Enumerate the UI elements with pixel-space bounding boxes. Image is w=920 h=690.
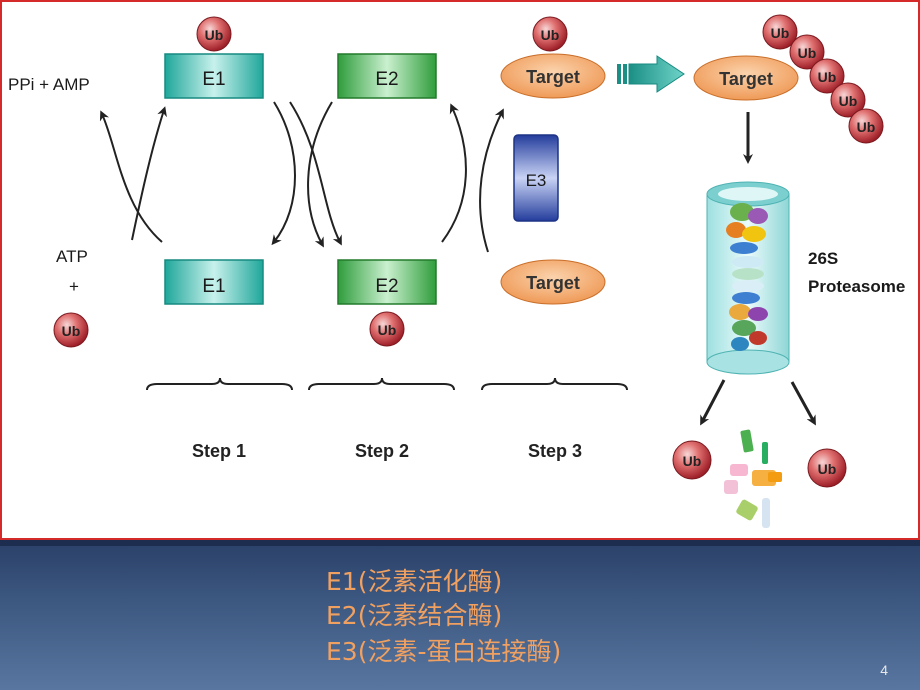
- step-2-label: Step 2: [355, 441, 409, 461]
- svg-text:Ub: Ub: [683, 453, 702, 469]
- e2-ub-complex: E2 Ub: [337, 259, 437, 347]
- caption-line-e2: E2(泛素结合酶): [326, 601, 503, 630]
- cycle-arrows: [99, 101, 504, 253]
- proteasome: [706, 181, 790, 375]
- step-braces: [146, 377, 628, 391]
- caption-line-e3: E3(泛素-蛋白连接酶): [326, 637, 562, 666]
- released-ub-right: Ub: [807, 448, 847, 488]
- caption-line-e1: E1(泛素活化酶): [326, 567, 503, 596]
- ub-ball-e1: [196, 16, 232, 52]
- svg-text:Ub: Ub: [818, 461, 837, 477]
- caption-panel: E1(泛素活化酶) E2(泛素结合酶) E3(泛素-蛋白连接酶) 4: [0, 540, 920, 690]
- free-ub: Ub: [53, 312, 89, 348]
- step-1-label: Step 1: [192, 441, 246, 461]
- e2-top-complex: E2: [337, 53, 437, 99]
- ub-chain-ball-2: [789, 34, 825, 70]
- proteasome-label-name: Proteasome: [808, 277, 905, 296]
- e2-label-bottom: E2: [375, 276, 398, 297]
- diagram-panel: E1 Ub E2 E1 E2 Ub PPi + AMP ATP + Ub E3 …: [0, 0, 920, 540]
- ub-chain-label-4: Ub: [839, 93, 858, 109]
- e2-enzyme-top: [337, 53, 437, 99]
- ub-label-free: Ub: [62, 323, 81, 339]
- e3-block: [513, 134, 559, 222]
- target-top: [500, 53, 606, 99]
- step-3-label: Step 3: [528, 441, 582, 461]
- e3-label: E3: [526, 171, 547, 190]
- polyubiquitination-arrow: [617, 55, 685, 93]
- arrow-release-left: [700, 379, 726, 426]
- ub-chain-ball-5: [848, 108, 884, 144]
- e1-free: E1: [164, 259, 264, 305]
- e3-enzyme: E3: [513, 134, 559, 222]
- e1-enzyme-bottom: [164, 259, 264, 305]
- curve-arrow-atp-to-e1: [131, 106, 167, 241]
- curve-arrow-e1-release: [99, 110, 163, 243]
- target-bottom: [500, 259, 606, 305]
- curve-arrow-e2-return: [307, 101, 333, 248]
- target-label-polyub: Target: [719, 69, 773, 89]
- peptide-fragments: [724, 429, 782, 528]
- e1-ub-complex: E1 Ub: [164, 16, 264, 99]
- polyub-target: Target Ub Ub Ub Ub Ub: [693, 14, 884, 144]
- brace-step-1: [146, 377, 293, 391]
- ub-ball-e2: [369, 311, 405, 347]
- ub-label-e1: Ub: [205, 27, 224, 43]
- plus-label: +: [69, 277, 79, 296]
- slide-number: 4: [880, 662, 888, 678]
- ub-label-target: Ub: [541, 27, 560, 43]
- ub-ball-target: [532, 16, 568, 52]
- curve-arrow-e1-to-e2: [289, 101, 342, 246]
- ub-chain-label-2: Ub: [798, 45, 817, 61]
- ppi-amp-label: PPi + AMP: [8, 75, 90, 94]
- target-polyub: [693, 55, 799, 101]
- e1-label-top: E1: [202, 69, 225, 90]
- brace-step-2: [308, 377, 455, 391]
- protein-subunits: [726, 203, 768, 351]
- e2-enzyme-bottom: [337, 259, 437, 305]
- ub-label-e2: Ub: [378, 322, 397, 338]
- caption-top-band: [0, 540, 920, 546]
- ub-chain: Ub Ub Ub Ub Ub: [762, 14, 884, 144]
- released-ub-left: Ub: [672, 440, 712, 480]
- curve-arrow-e2-to-target: [441, 103, 467, 243]
- curve-arrow-e1-return: [271, 101, 296, 246]
- ub-chain-label-3: Ub: [818, 69, 837, 85]
- arrow-release-right: [790, 381, 816, 426]
- curve-arrow-target-up: [479, 108, 504, 253]
- ub-chain-label-1: Ub: [771, 25, 790, 41]
- target-label-top: Target: [526, 67, 580, 87]
- ub-chain-ball-3: [809, 58, 845, 94]
- target-ub-complex: Target Ub: [500, 16, 606, 99]
- ub-chain-label-5: Ub: [857, 119, 876, 135]
- e2-label-top: E2: [375, 69, 398, 90]
- brace-step-3: [481, 377, 628, 391]
- e1-label-bottom: E1: [202, 276, 225, 297]
- atp-label: ATP: [56, 247, 88, 266]
- ub-chain-ball-1: [762, 14, 798, 50]
- proteasome-label-26s: 26S: [808, 249, 838, 268]
- target-free: Target: [500, 259, 606, 305]
- ub-chain-ball-4: [830, 82, 866, 118]
- ub-ball-free: [53, 312, 89, 348]
- e1-enzyme-top: [164, 53, 264, 99]
- target-label-bottom: Target: [526, 273, 580, 293]
- ubiquitination-diagram: E1 Ub E2 E1 E2 Ub PPi + AMP ATP + Ub E3 …: [8, 14, 905, 528]
